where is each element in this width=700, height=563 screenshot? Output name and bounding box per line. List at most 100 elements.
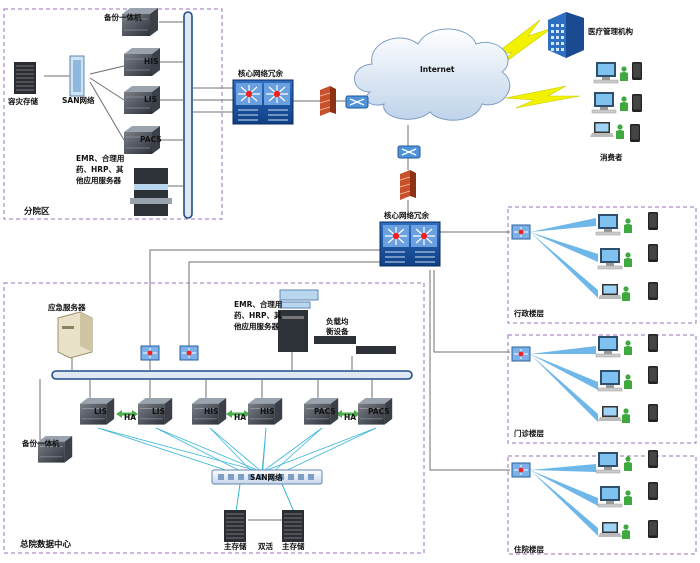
consumer-person-3	[616, 124, 624, 139]
regulator-window	[556, 30, 559, 33]
admin-person-1	[624, 218, 632, 233]
label-lis-branch: LIS	[144, 95, 157, 104]
admin-person-3	[622, 286, 630, 301]
regulator-window	[561, 24, 564, 27]
san-port	[288, 474, 294, 480]
fiber-server-san-5	[261, 427, 323, 473]
label-lis-dc-1: LIS	[94, 407, 107, 416]
label-main-storage-1: 主存储	[224, 541, 247, 551]
region-admin-floor	[507, 206, 697, 324]
consumer-pc-1	[593, 61, 619, 84]
regulator-window	[551, 36, 554, 39]
label-ha-pacs: HA	[344, 413, 356, 422]
regulator-window	[556, 48, 559, 51]
label-lb-1: 负载均	[326, 316, 349, 326]
ward-laptop	[598, 522, 622, 537]
label-pacs-dc-2: PACS	[368, 407, 390, 416]
label-emr-top-3: 他应用服务器	[75, 175, 121, 185]
regulator-window	[561, 42, 564, 45]
label-lb-2: 衡设备	[326, 326, 349, 336]
region-branch	[3, 8, 223, 220]
core-switch-mid	[379, 221, 441, 267]
ward-ray-3	[530, 470, 598, 536]
admin-ray-3	[530, 232, 598, 298]
link-core-ward	[429, 270, 510, 471]
ward-person-2	[624, 490, 632, 505]
label-san-dc: SAN网络	[250, 472, 283, 482]
link-core-dc-b	[188, 261, 380, 352]
label-ward-floor: 住院楼层	[514, 544, 544, 554]
internet-cloud	[354, 28, 511, 121]
clinic-tablet-3	[648, 404, 658, 422]
label-core-mid: 核心网络冗余	[384, 210, 429, 220]
router-top	[345, 95, 369, 109]
admin-ray-1	[530, 218, 596, 232]
label-san-branch: SAN网络	[62, 95, 95, 105]
emr-rack-branch	[134, 168, 168, 216]
branch-vertical-bus	[183, 11, 193, 219]
ha-arrow-his	[226, 410, 250, 418]
label-region-branch: 分院区	[24, 206, 50, 217]
ward-access-switch	[511, 462, 531, 478]
emergency-server-slot	[62, 326, 74, 329]
admin-tablet-3	[648, 282, 658, 300]
admin-ray-2	[530, 232, 598, 262]
link-core-clinic	[433, 270, 510, 353]
clinic-tablet-2	[648, 366, 658, 384]
label-his-dc-1: HIS	[204, 407, 218, 416]
label-internet: Internet	[420, 65, 455, 74]
ward-person-1	[624, 456, 632, 471]
san-port	[238, 474, 244, 480]
region-clinic-floor	[507, 334, 697, 444]
san-port	[228, 474, 234, 480]
label-regulator: 医疗管理机构	[588, 26, 633, 36]
san-port	[258, 474, 264, 480]
link-san-pacs	[89, 81, 125, 141]
fiber-san-storage1	[235, 483, 241, 513]
label-backup-top: 备份一体机	[103, 12, 142, 22]
emergency-server-side	[80, 312, 92, 352]
fiber-server-san-3	[209, 427, 263, 473]
regulator-window	[551, 48, 554, 51]
label-clinic-floor: 门诊楼层	[514, 428, 544, 438]
san-switch-branch-face	[73, 60, 81, 92]
label-his-branch: HIS	[144, 57, 158, 66]
clinic-tablet-1	[648, 334, 658, 352]
core-switch-top	[232, 79, 294, 125]
label-emergency-server: 应急服务器	[48, 302, 86, 312]
label-lis-dc-2: LIS	[152, 407, 165, 416]
ward-tablet-1	[648, 450, 658, 468]
disaster-storage	[13, 61, 37, 95]
san-port	[218, 474, 224, 480]
regulator-window	[551, 24, 554, 27]
regulator-window	[556, 42, 559, 45]
san-port	[278, 474, 284, 480]
consumer-tablet-1	[632, 62, 642, 80]
consumer-tablet-2	[632, 94, 642, 112]
emr-rack-branch-band	[134, 184, 168, 190]
clinic-person-3	[622, 408, 630, 423]
regulator-window	[561, 30, 564, 33]
admin-tablet-2	[648, 244, 658, 262]
ward-ray-2	[530, 470, 598, 506]
san-switch-dc	[211, 469, 323, 485]
main-storage-1	[223, 509, 247, 543]
label-backup-dc: 备份一体机	[21, 438, 60, 448]
ha-arrow-lis	[116, 410, 138, 418]
fiber-server-san-6	[261, 427, 377, 473]
router-mid	[397, 145, 421, 159]
admin-pc-2	[597, 247, 623, 270]
region-datacenter	[3, 282, 425, 554]
label-disaster-storage: 容灾存储	[7, 96, 38, 106]
ward-pc-2	[597, 485, 623, 508]
clinic-ray-3	[530, 354, 598, 422]
label-emr-dc-2: 药、HRP、其	[234, 310, 282, 320]
clinic-pc-1	[595, 335, 621, 358]
ward-tablet-3	[648, 520, 658, 538]
label-pacs-dc-1: PACS	[314, 407, 336, 416]
admin-access-switch	[511, 224, 531, 240]
ward-tablet-2	[648, 482, 658, 500]
consumer-tablet-3	[630, 124, 640, 142]
ward-ray-1	[530, 464, 596, 472]
